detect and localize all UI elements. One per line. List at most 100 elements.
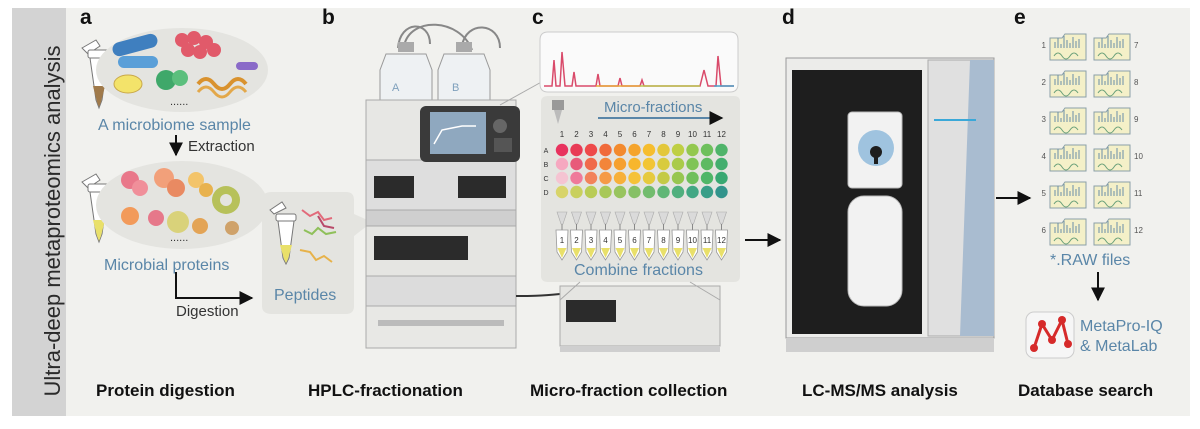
peptides-callout — [262, 192, 372, 314]
chromatogram-icon — [1097, 126, 1123, 134]
mass-spectrometer — [785, 57, 1032, 352]
sample-dots: ...... — [170, 96, 189, 108]
column-number: 1 — [560, 130, 565, 139]
collection-tube — [613, 229, 627, 261]
funnel — [629, 211, 640, 225]
bottle-b-label: B — [452, 82, 460, 94]
panel-c-caption: Micro-fraction collection — [530, 381, 728, 400]
fraction-well — [613, 143, 627, 157]
micro-fractions-label: Micro-fractions — [604, 99, 703, 116]
chromatogram-icon — [1097, 163, 1123, 171]
raw-files-label: *.RAW files — [1050, 252, 1131, 269]
proteins-dots: ...... — [170, 232, 189, 244]
spectrum-icon — [1098, 184, 1124, 196]
funnel — [556, 211, 568, 225]
fraction-well — [628, 157, 641, 171]
fraction-well — [555, 171, 569, 185]
fraction-well — [584, 185, 598, 199]
peptides-label: Peptides — [274, 287, 337, 304]
file-number: 11 — [1134, 189, 1143, 198]
panel-a-caption: Protein digestion — [96, 381, 235, 400]
file-number: 9 — [1134, 115, 1139, 124]
tube-content — [702, 248, 712, 258]
tube-number: 5 — [618, 236, 623, 245]
collection-tube — [715, 229, 728, 261]
software-label-line1: MetaPro-IQ — [1080, 318, 1163, 335]
row-letter: A — [544, 148, 549, 155]
collection-funnels — [556, 211, 727, 230]
fraction-needle-icon — [552, 100, 564, 124]
chromatogram-icon — [1053, 126, 1079, 134]
fraction-well — [599, 185, 612, 199]
microbial-proteins-label: Microbial proteins — [104, 257, 230, 274]
fraction-well — [715, 171, 728, 185]
funnel — [658, 211, 669, 225]
file-number: 6 — [1042, 226, 1047, 235]
tube-content — [586, 248, 596, 258]
digestion-arrow — [175, 272, 254, 305]
fraction-well — [628, 143, 641, 157]
file-number: 7 — [1134, 41, 1139, 50]
extraction-label: Extraction — [188, 138, 255, 155]
tube-number: 12 — [717, 236, 726, 245]
fraction-well — [642, 157, 656, 171]
chromatogram-icon — [1053, 237, 1079, 245]
fraction-well — [686, 143, 699, 157]
chromatogram-icon — [1097, 89, 1123, 97]
panel-a-letter: a — [80, 6, 92, 29]
digestion-label: Digestion — [176, 303, 239, 320]
file-number: 5 — [1042, 189, 1047, 198]
fraction-collector-unit — [559, 281, 721, 352]
panel-e-caption: Database search — [1018, 381, 1154, 400]
column-number: 11 — [703, 130, 712, 139]
tube-content — [644, 248, 654, 258]
column-number: 2 — [574, 130, 579, 139]
funnel — [672, 211, 684, 225]
chromatogram-icon — [1053, 200, 1079, 208]
chromatogram-icon — [1053, 52, 1079, 60]
spectrum-icon — [1054, 36, 1080, 48]
funnel — [643, 211, 655, 225]
collection-tube — [700, 229, 714, 261]
funnel — [614, 211, 626, 225]
column-number: 5 — [618, 130, 623, 139]
bottle-a-label: A — [392, 82, 400, 94]
fraction-well — [700, 171, 714, 185]
file-number: 12 — [1134, 226, 1143, 235]
raw-file-folders — [1049, 33, 1131, 246]
fraction-well — [700, 157, 714, 171]
solvent-bottle-b-icon — [437, 42, 491, 101]
tube-content — [615, 248, 625, 258]
tube-content — [659, 248, 668, 258]
fraction-well — [686, 157, 699, 171]
microbiome-sample-label: A microbiome sample — [98, 117, 251, 134]
collection-tube — [584, 229, 598, 261]
panel-a-artwork — [81, 28, 372, 314]
fraction-well — [715, 157, 728, 171]
fraction-well — [555, 157, 569, 171]
protein-icons — [121, 168, 240, 235]
tube-number: 8 — [661, 236, 666, 245]
funnel — [585, 211, 597, 225]
panel-d-caption: LC-MS/MS analysis — [802, 381, 958, 400]
fraction-well — [671, 171, 685, 185]
tube-content — [601, 248, 610, 258]
spectrum-icon — [1054, 147, 1080, 159]
collection-tube — [628, 229, 641, 261]
fraction-well — [642, 171, 656, 185]
bacteria-icons — [112, 31, 258, 99]
fraction-well — [628, 185, 641, 199]
collection-tube — [570, 229, 583, 261]
fraction-well — [700, 185, 714, 199]
spectrum-icon — [1054, 221, 1080, 233]
file-number: 10 — [1134, 152, 1143, 161]
tube-number: 9 — [676, 236, 681, 245]
chromatogram — [539, 31, 739, 93]
column-number: 12 — [717, 130, 726, 139]
file-number: 8 — [1134, 78, 1139, 87]
